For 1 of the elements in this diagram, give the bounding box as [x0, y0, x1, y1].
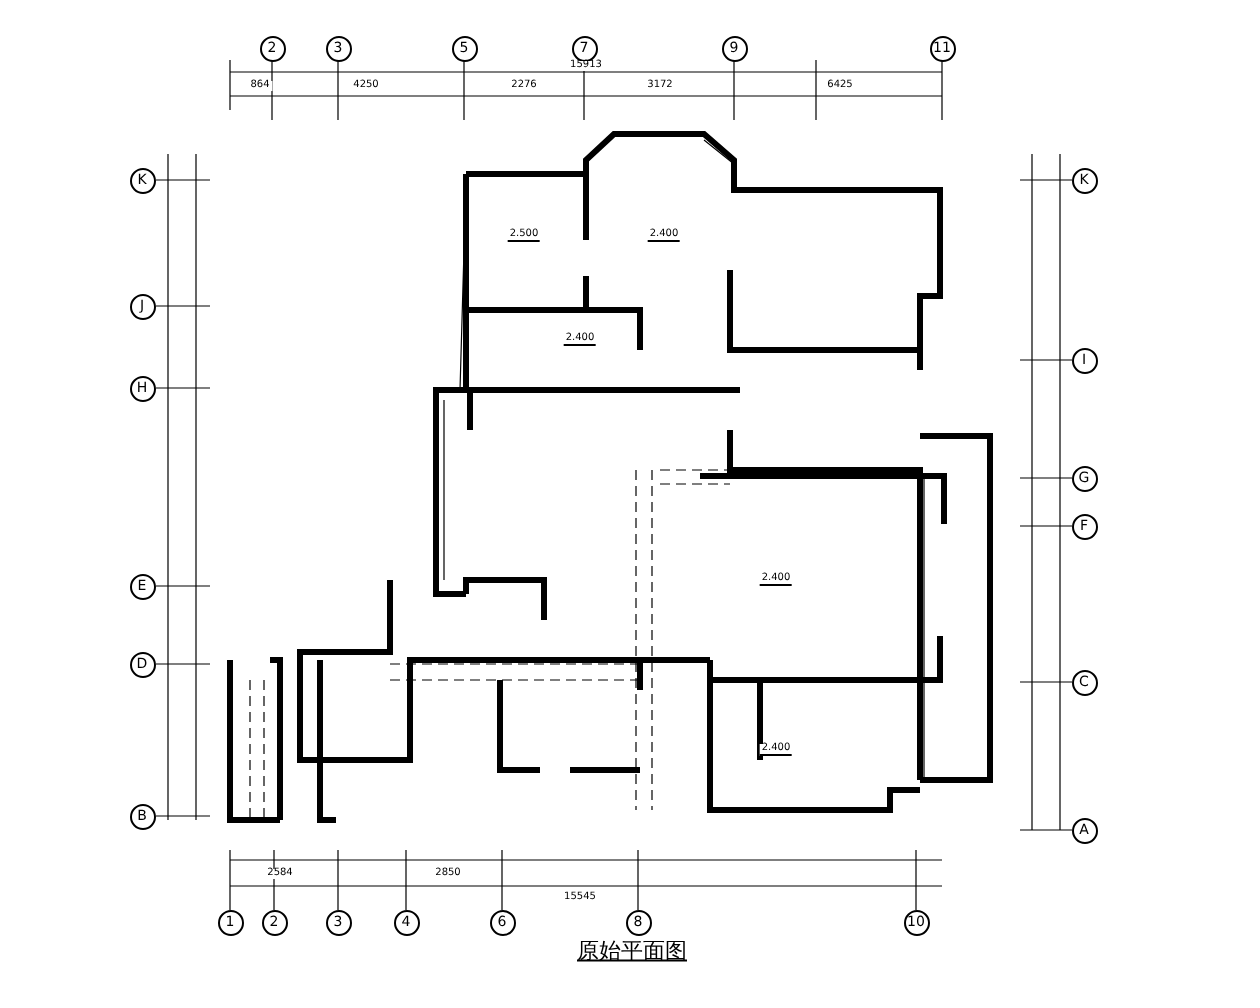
- drawing-title: 原始平面图: [577, 935, 687, 968]
